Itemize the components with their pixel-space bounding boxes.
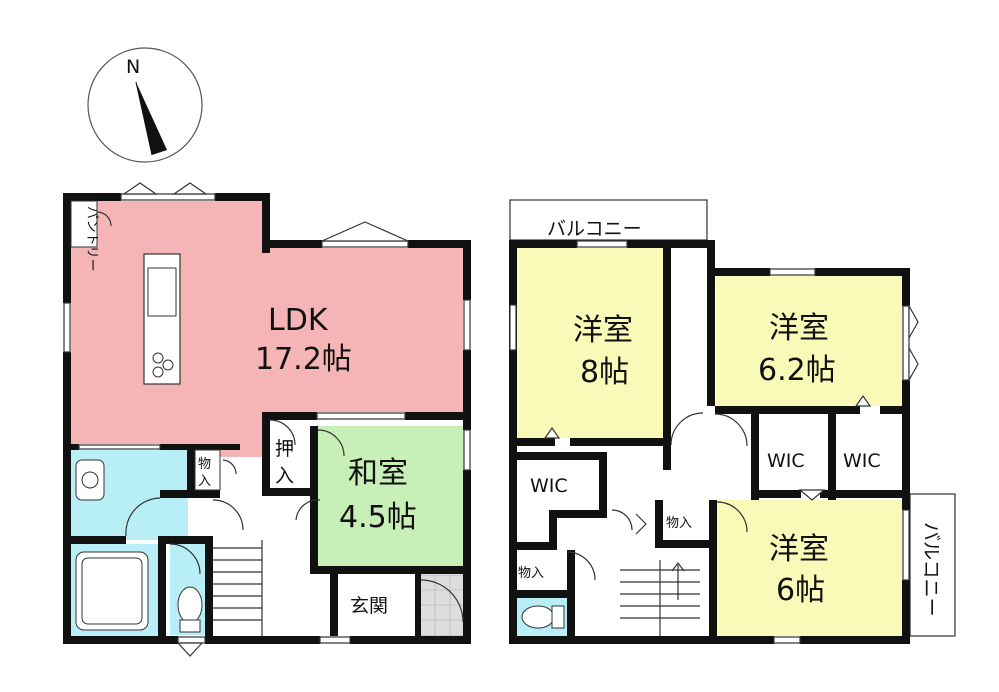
room-62 bbox=[716, 276, 902, 406]
balcony-right-label: バルコニー bbox=[920, 522, 942, 617]
monoire-1f bbox=[194, 449, 221, 491]
windows-1f bbox=[63, 182, 471, 657]
doors-2f bbox=[566, 412, 748, 581]
walls-1f bbox=[63, 193, 471, 644]
sink-icon bbox=[75, 459, 105, 501]
washitsu-name: 和室 bbox=[348, 456, 408, 491]
genkan-label: 玄関 bbox=[350, 595, 388, 617]
balcony-right bbox=[909, 493, 956, 637]
north-arrow-icon bbox=[136, 82, 167, 155]
wic-left-label: WIC bbox=[530, 475, 568, 497]
pantry-label: パントリー bbox=[84, 206, 99, 272]
room-8 bbox=[517, 248, 663, 438]
balcony-top bbox=[509, 199, 708, 241]
floor-1: パントリー bbox=[63, 182, 471, 657]
genkan-tiles bbox=[419, 574, 465, 637]
room-8-name: 洋室 bbox=[573, 313, 633, 348]
washitsu-room bbox=[318, 426, 464, 566]
stairs-1f bbox=[213, 540, 263, 636]
toilet-icon bbox=[177, 586, 203, 633]
room-6-size: 6帖 bbox=[776, 573, 825, 608]
monoire-left-label: 物入 bbox=[518, 566, 544, 581]
washitsu-size: 4.5帖 bbox=[339, 500, 417, 535]
room-6 bbox=[716, 500, 902, 636]
doors-1f bbox=[125, 419, 464, 623]
room-6-name: 洋室 bbox=[769, 532, 829, 567]
toilet-2f-icon bbox=[521, 605, 565, 629]
ldk-size: 17.2帖 bbox=[255, 342, 352, 377]
monoire-center-label: 物入 bbox=[666, 516, 692, 531]
bathtub-icon bbox=[75, 551, 149, 631]
compass: N bbox=[87, 47, 203, 163]
stairs-2f bbox=[620, 560, 700, 636]
oshiire-label-1: 押 bbox=[275, 438, 294, 460]
room-62-name: 洋室 bbox=[769, 311, 829, 346]
pantry-door-icon bbox=[96, 211, 112, 227]
compass-north-label: N bbox=[126, 56, 140, 78]
kitchen-counter bbox=[143, 253, 181, 385]
walls-2f bbox=[509, 240, 910, 644]
ldk-name: LDK bbox=[268, 303, 329, 338]
balcony-top-label: バルコニー bbox=[547, 218, 642, 240]
floor-2: バルコニー バルコニー bbox=[509, 199, 956, 644]
monoire-label-1: 物 bbox=[198, 457, 211, 472]
room-62-size: 6.2帖 bbox=[758, 353, 836, 388]
pantry-box bbox=[70, 200, 98, 248]
monoire-label-2: 入 bbox=[198, 474, 211, 489]
wic-right-label: WIC bbox=[843, 450, 881, 472]
windows-2f bbox=[509, 240, 919, 644]
oshiire-label-2: 入 bbox=[275, 465, 294, 487]
room-8-size: 8帖 bbox=[580, 355, 629, 390]
wic-mid-label: WIC bbox=[767, 450, 805, 472]
